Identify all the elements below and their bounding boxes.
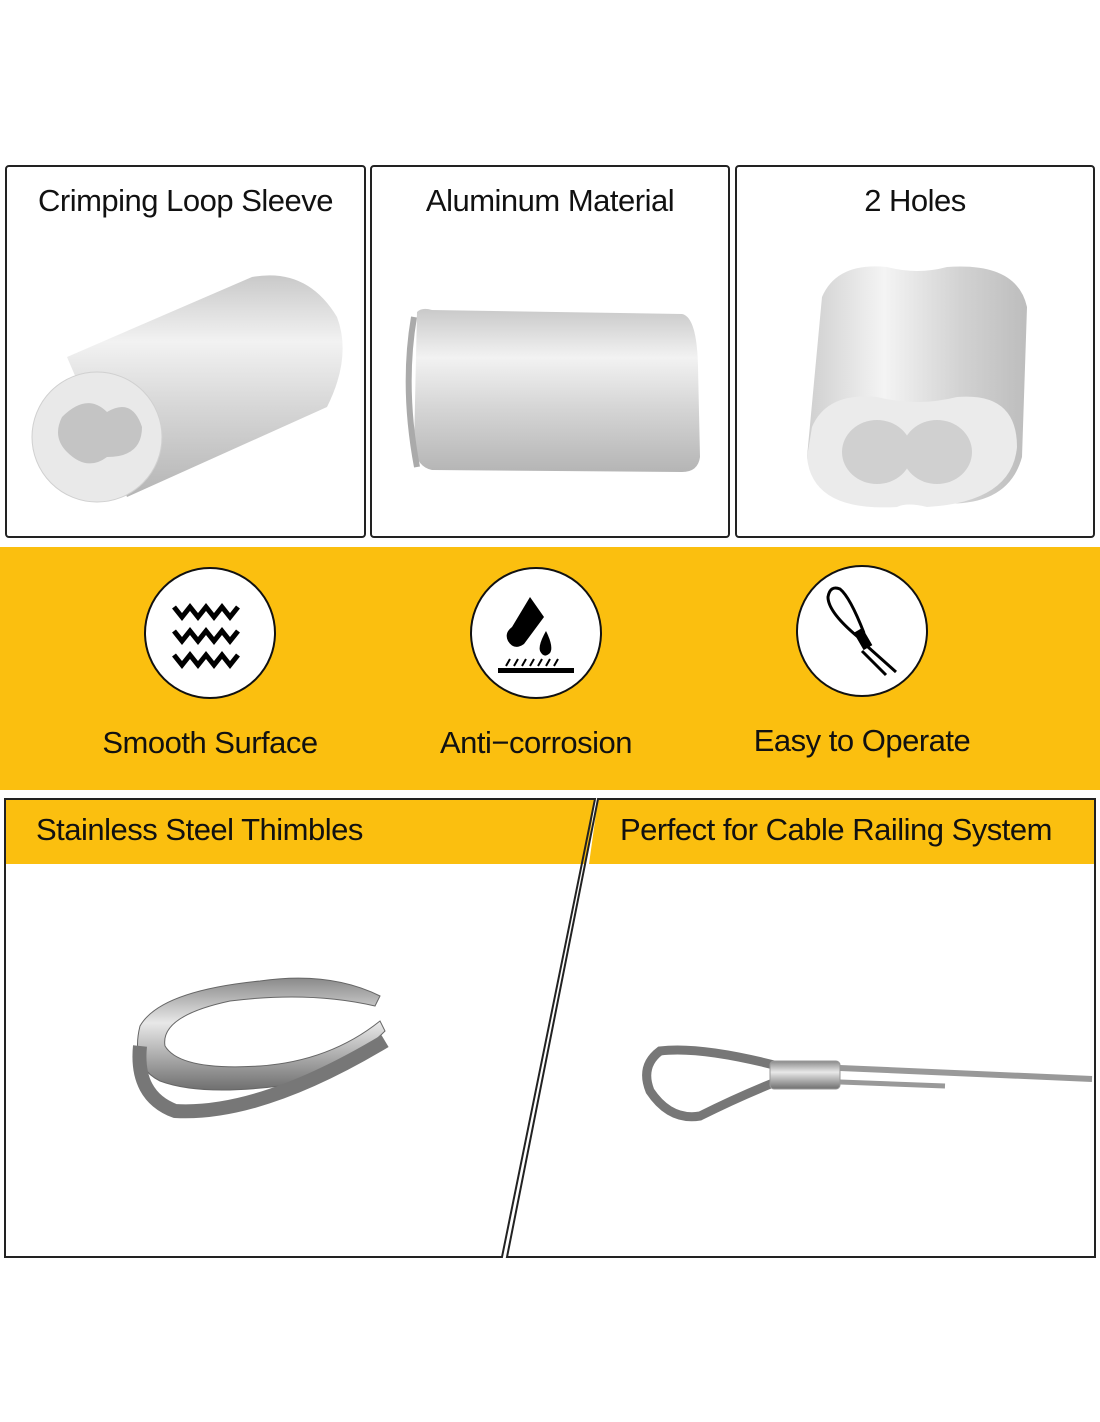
feature-label: Anti−corrosion — [439, 725, 633, 760]
panel-crimping-loop-sleeve: Crimping Loop Sleeve — [5, 165, 366, 538]
panel-title: Aluminum Material — [425, 183, 675, 218]
chemical-drop-icon — [470, 567, 602, 699]
sleeve-side-image — [405, 308, 700, 472]
sleeve-end-image — [807, 266, 1027, 508]
cable-railing-title: Perfect for Cable Railing System — [620, 812, 1052, 847]
features-band: Smooth Surface Anti−corrosion Easy to Op… — [0, 547, 1100, 790]
feature-label: Easy to Operate — [753, 723, 971, 758]
feature-smooth-surface: Smooth Surface — [60, 567, 360, 761]
panel-title: Crimping Loop Sleeve — [37, 183, 334, 218]
feature-easy-to-operate: Easy to Operate — [712, 565, 1012, 759]
panel-2-holes: 2 Holes — [735, 165, 1095, 538]
cable-loop-image — [642, 1045, 1093, 1122]
feature-anti-corrosion: Anti−corrosion — [386, 567, 686, 761]
thimbles-title: Stainless Steel Thimbles — [36, 812, 363, 847]
panel-aluminum-material: Aluminum Material — [370, 165, 730, 538]
sleeve-angled-image — [31, 275, 343, 503]
thimble-image — [132, 977, 389, 1119]
waves-icon — [144, 567, 276, 699]
bottom-panels — [4, 798, 1096, 1258]
cable-loop-icon — [796, 565, 928, 697]
panel-title: 2 Holes — [864, 183, 966, 218]
feature-label: Smooth Surface — [102, 725, 318, 760]
